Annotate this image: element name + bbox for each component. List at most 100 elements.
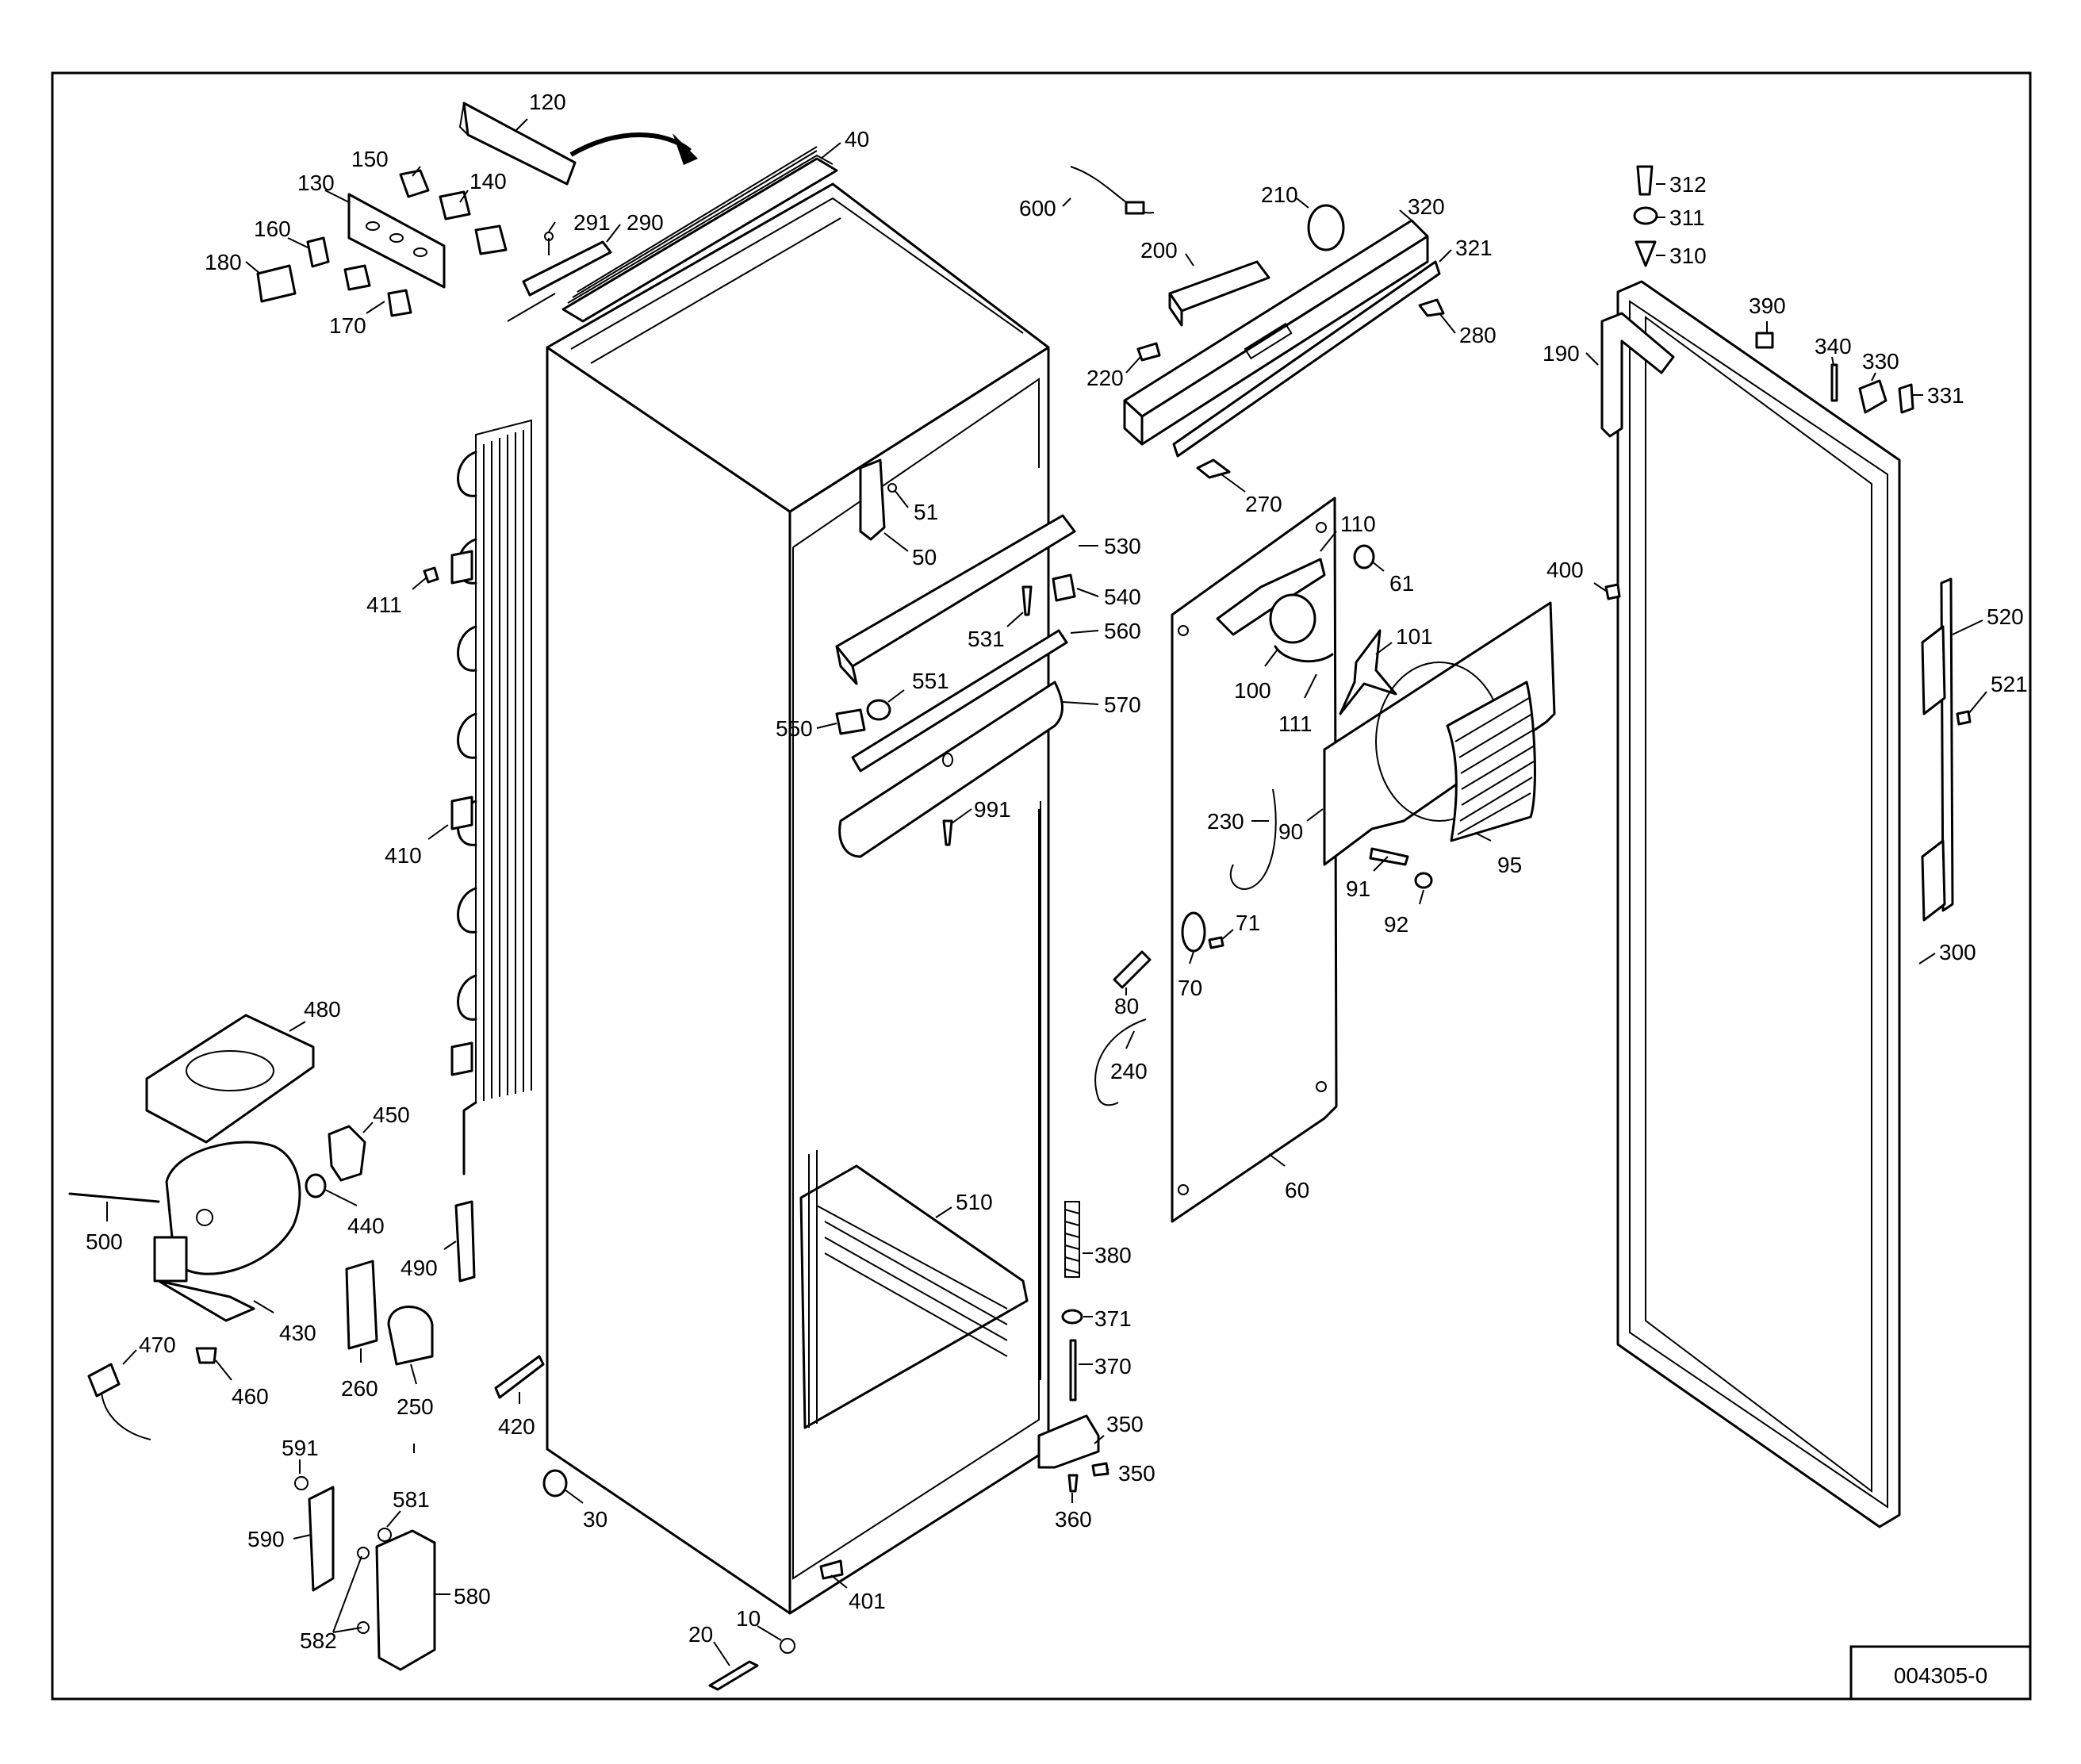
sensor-strip-290 <box>507 232 612 322</box>
label-p411: 411 <box>366 592 402 617</box>
top-panel-40 <box>561 146 838 323</box>
label-p160: 160 <box>254 217 291 241</box>
relay-450 <box>328 1125 366 1182</box>
arrow-head <box>673 133 698 165</box>
part-420 <box>494 1355 545 1399</box>
label-p312: 312 <box>1669 172 1707 197</box>
label-p500: 500 <box>86 1229 123 1254</box>
screw-350b <box>1091 1462 1109 1477</box>
label-p321: 321 <box>1455 236 1493 260</box>
label-p210: 210 <box>1261 182 1298 207</box>
label-p290: 290 <box>627 210 664 235</box>
door-300 <box>1616 280 1901 1528</box>
cap-551 <box>866 699 891 721</box>
screw-400 <box>1604 583 1621 600</box>
screw-71 <box>1208 936 1224 949</box>
label-p401: 401 <box>849 1589 886 1613</box>
label-p40: 40 <box>845 127 869 151</box>
label-p170: 170 <box>329 313 366 338</box>
controller-200 <box>1168 260 1270 327</box>
hinge-350 <box>1037 1414 1100 1469</box>
drawing-frame <box>51 71 2032 1701</box>
screw-521 <box>1956 710 1972 726</box>
screw-591 <box>294 1476 309 1490</box>
leader-lines <box>106 118 1987 1666</box>
cover-130 <box>347 193 446 289</box>
label-p20: 20 <box>688 1622 713 1647</box>
part-550 <box>835 708 866 735</box>
label-p95: 95 <box>1497 853 1522 877</box>
compressor-430 <box>153 1141 301 1322</box>
part-labels: 120 150 130 140 160 180 170 291 290 40 6… <box>86 90 2028 1653</box>
label-p30: 30 <box>583 1507 607 1532</box>
label-p582: 582 <box>300 1628 337 1653</box>
pin-370 <box>1069 1339 1077 1402</box>
label-p531: 531 <box>968 627 1005 651</box>
label-p350a: 350 <box>1106 1412 1144 1436</box>
label-p90: 90 <box>1278 819 1303 844</box>
label-p180: 180 <box>205 250 242 274</box>
label-p330: 330 <box>1862 349 1899 374</box>
label-p260: 260 <box>341 1376 378 1401</box>
label-p400: 400 <box>1546 558 1584 582</box>
label-p310: 310 <box>1669 244 1707 268</box>
screw-411 <box>423 566 439 584</box>
part-460 <box>195 1347 217 1364</box>
label-p51: 51 <box>914 500 938 524</box>
box-580 <box>375 1529 436 1671</box>
label-p380: 380 <box>1094 1243 1132 1267</box>
label-p450: 450 <box>373 1102 410 1127</box>
label-p540: 540 <box>1104 585 1141 609</box>
label-p430: 430 <box>279 1321 316 1345</box>
label-p240: 240 <box>1110 1059 1148 1083</box>
label-p550: 550 <box>776 716 813 741</box>
label-p591: 591 <box>282 1436 319 1460</box>
evaporator-plate-60 <box>1171 497 1338 1223</box>
direction-arrow <box>569 132 692 157</box>
part-280 <box>1418 298 1445 317</box>
cabinet-body <box>546 182 1050 1615</box>
drier-490 <box>454 1200 476 1283</box>
label-p10: 10 <box>736 1606 761 1631</box>
shelf-510 <box>799 1150 1029 1429</box>
label-p140: 140 <box>469 169 507 194</box>
label-p92: 92 <box>1384 912 1408 937</box>
label-p331: 331 <box>1927 383 1964 408</box>
wrench-20 <box>708 1660 759 1691</box>
label-p100: 100 <box>1234 678 1271 703</box>
wire-240 <box>1094 1018 1147 1106</box>
label-p551: 551 <box>912 669 949 693</box>
label-p80: 80 <box>1114 994 1139 1018</box>
part-270 <box>1196 458 1231 479</box>
label-p420: 420 <box>498 1414 535 1439</box>
screw-531 <box>1021 585 1033 616</box>
label-p600: 600 <box>1019 196 1056 220</box>
label-p230: 230 <box>1207 809 1244 834</box>
label-p250: 250 <box>397 1394 434 1419</box>
label-p280: 280 <box>1459 323 1497 347</box>
label-p530: 530 <box>1104 534 1141 558</box>
label-p120: 120 <box>529 90 566 114</box>
label-p520: 520 <box>1987 604 2024 629</box>
label-p460: 460 <box>232 1384 269 1409</box>
part-80 <box>1113 950 1152 989</box>
lamp-210 <box>1307 204 1345 251</box>
label-p470: 470 <box>139 1333 176 1357</box>
label-p350b: 350 <box>1118 1461 1155 1486</box>
wire-230 <box>1229 788 1277 890</box>
strip-321 <box>1172 260 1441 458</box>
label-p60: 60 <box>1285 1178 1309 1202</box>
label-p190: 190 <box>1543 341 1580 366</box>
label-p200: 200 <box>1140 238 1178 263</box>
label-p370: 370 <box>1094 1354 1132 1379</box>
condenser-410 <box>450 419 532 1175</box>
label-p111: 111 <box>1278 711 1313 736</box>
foot-30 <box>542 1469 568 1497</box>
label-p270: 270 <box>1245 492 1282 516</box>
drawing-number-box <box>1849 1645 2032 1701</box>
screws-310-312 <box>1633 165 1914 414</box>
label-p311: 311 <box>1669 205 1705 230</box>
label-p440: 440 <box>347 1214 385 1238</box>
thermostat-250 <box>387 1306 434 1366</box>
